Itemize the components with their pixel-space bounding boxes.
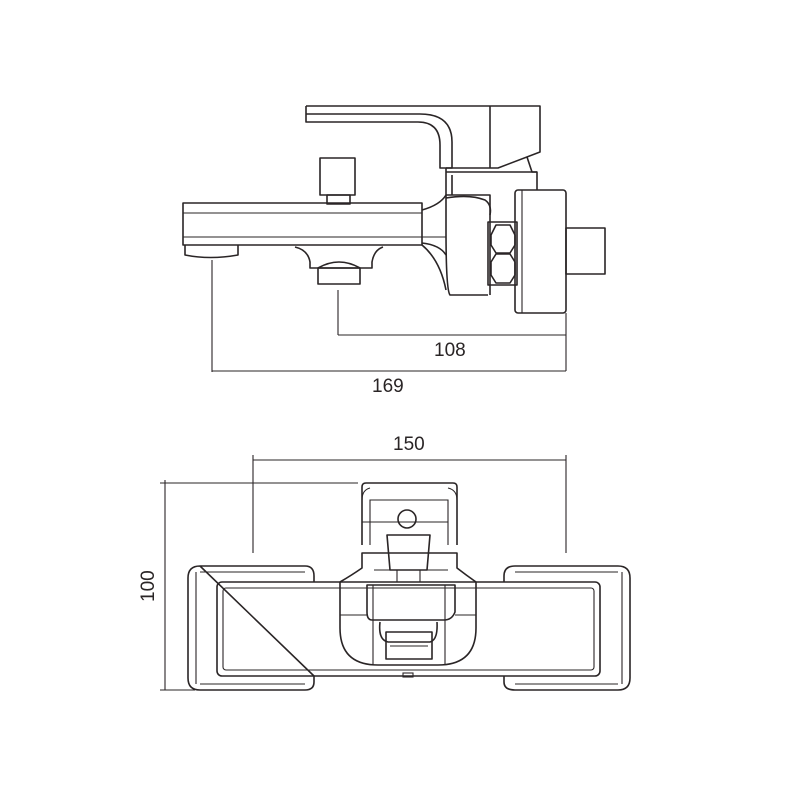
lever-handle [305,105,541,190]
valve-body [421,168,537,296]
side-view [182,105,606,372]
dimension-label-108: 108 [434,340,466,361]
wall-flange [514,189,606,314]
handle-hole [397,509,417,529]
top-handle [361,482,458,571]
spout [182,194,447,259]
right-bracket [503,565,631,691]
diverter-knob [319,157,356,205]
side-dimension-lines [211,260,567,372]
dimension-label-100: 100 [138,570,159,602]
left-bracket [187,565,315,691]
dimension-label-169: 169 [372,376,404,397]
diverter-outlet [294,246,384,285]
dimension-label-150: 150 [393,434,425,455]
hex-nut [487,221,518,286]
top-view [160,455,631,691]
body-bar [216,581,601,678]
top-dimension-lines [160,455,567,691]
